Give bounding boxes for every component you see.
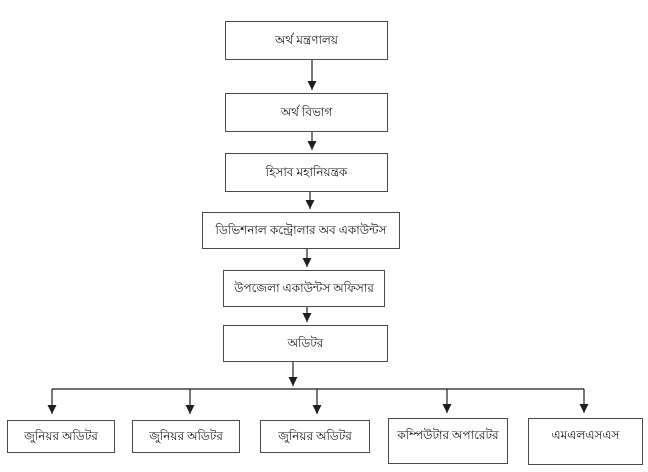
node-label: হিসাব মহানিয়ন্ত্রক	[265, 165, 348, 179]
node-ministry-of-finance: অর্থ মন্ত্রণালয়	[225, 21, 388, 60]
node-mlss: এমএলএসএস	[528, 418, 643, 465]
node-label: জুনিয়র অডিটর	[149, 429, 223, 443]
node-computer-operator: কম্পিউটার অপারেটর	[388, 418, 508, 464]
node-label: অর্থ বিভাগ	[280, 105, 333, 119]
node-auditor: অডিটর	[223, 325, 388, 362]
node-label: ডিভিশনাল কন্ট্রোলার অব একাউন্টস	[215, 223, 387, 237]
node-upazila-accounts-officer: উপজেলা একাউন্টস অফিসার	[223, 270, 385, 307]
node-label: অর্থ মন্ত্রণালয়	[275, 33, 338, 47]
node-controller-general-of-accounts: হিসাব মহানিয়ন্ত্রক	[225, 153, 388, 192]
node-junior-auditor-3: জুনিয়র অডিটর	[260, 420, 370, 453]
node-label: অডিটর	[287, 336, 324, 350]
node-label: জুনিয়র অডিটর	[278, 429, 352, 443]
node-finance-division: অর্থ বিভাগ	[225, 93, 388, 132]
node-junior-auditor-1: জুনিয়র অডিটর	[7, 420, 115, 453]
node-junior-auditor-2: জুনিয়র অডিটর	[132, 420, 240, 453]
node-label: জুনিয়র অডিটর	[24, 429, 98, 443]
node-label: কম্পিউটার অপারেটর	[397, 428, 499, 442]
node-label: উপজেলা একাউন্টস অফিসার	[234, 281, 374, 295]
node-divisional-controller-of-accounts: ডিভিশনাল কন্ট্রোলার অব একাউন্টস	[202, 212, 400, 249]
node-label: এমএলএসএস	[551, 428, 620, 442]
